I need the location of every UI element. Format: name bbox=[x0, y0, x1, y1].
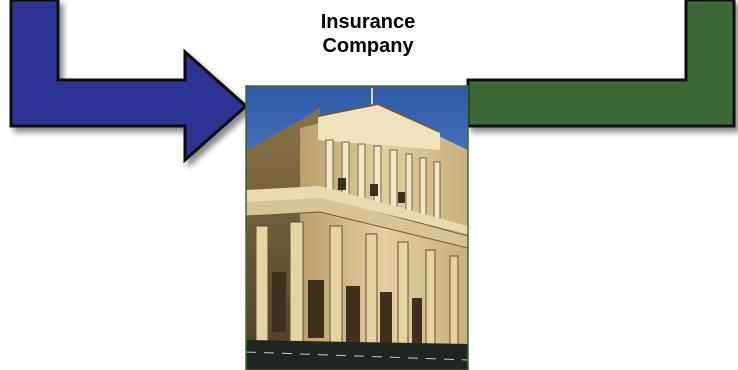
node-label-line-1: Insurance bbox=[320, 11, 416, 33]
node-label-line-2: Company bbox=[322, 35, 414, 57]
incoming-arrow bbox=[9, 0, 249, 164]
insurance-company-image bbox=[246, 86, 468, 370]
image-frame bbox=[245, 85, 469, 370]
node-label: Insurance Company bbox=[268, 10, 468, 58]
outgoing-arrow bbox=[466, 0, 736, 128]
